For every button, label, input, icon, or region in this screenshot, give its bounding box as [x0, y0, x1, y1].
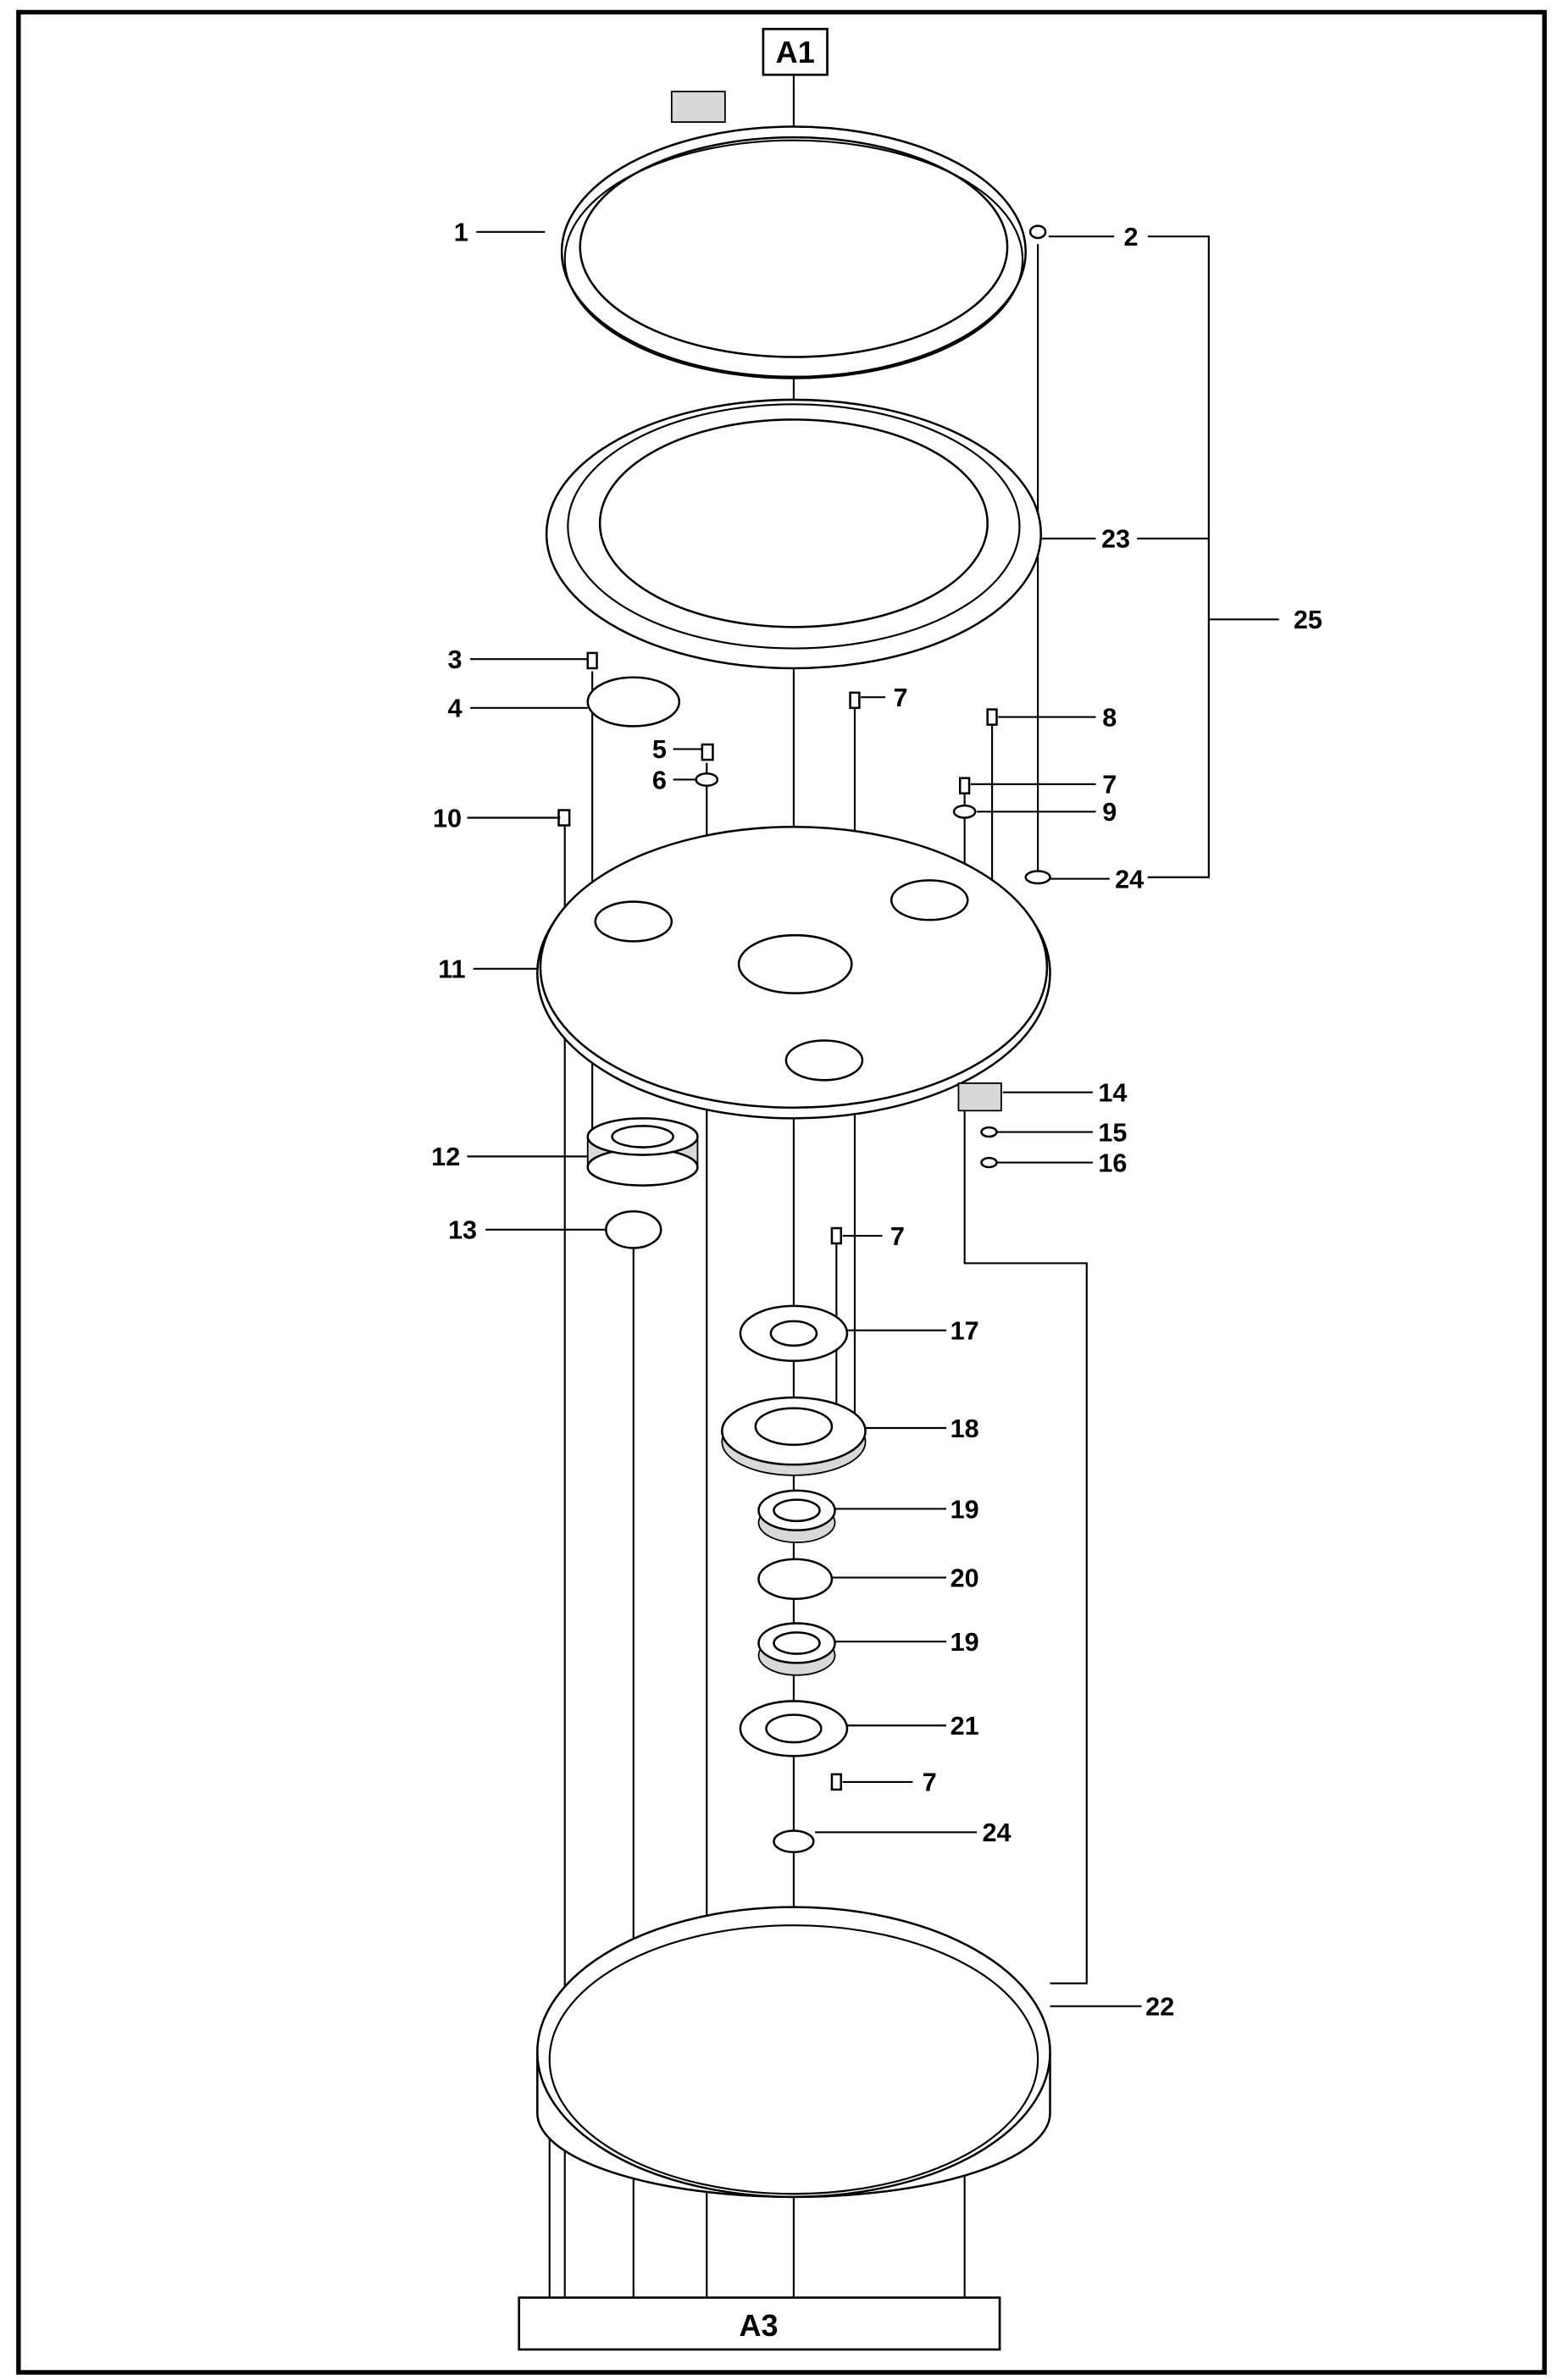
callout-labels: 1 2 23 25 24 3 4 5 6 7 8 7 9 10 11 14 15… — [431, 219, 1322, 2022]
part-flange-21 — [739, 1700, 849, 1757]
part-ring-23 — [545, 398, 1042, 670]
part-ring-1 — [560, 91, 1027, 379]
callout-14: 14 — [1098, 1079, 1127, 1108]
part-bearing-19b — [757, 1622, 836, 1676]
callout-18: 18 — [951, 1414, 979, 1443]
callout-7: 7 — [923, 1768, 937, 1797]
callout-7: 7 — [893, 684, 907, 712]
page-frame — [16, 9, 1547, 2375]
callout-19: 19 — [951, 1495, 979, 1524]
svg-text:A3: A3 — [739, 2308, 778, 2343]
callout-8: 8 — [1102, 703, 1117, 732]
callout-22: 22 — [1145, 1992, 1174, 2021]
reference-a3: A3 — [518, 2296, 1001, 2351]
callout-7: 7 — [1102, 771, 1117, 800]
callout-9: 9 — [1102, 798, 1117, 827]
callout-7: 7 — [890, 1222, 905, 1251]
part-flange-17 — [739, 1304, 849, 1363]
callout-20: 20 — [951, 1564, 979, 1592]
callout-16: 16 — [1098, 1148, 1127, 1177]
callout-13: 13 — [448, 1216, 477, 1245]
callout-10: 10 — [433, 804, 462, 833]
callout-2: 2 — [1123, 223, 1138, 252]
part-bearing-19a — [757, 1489, 836, 1543]
svg-text:A1: A1 — [776, 35, 815, 69]
callout-25: 25 — [1294, 606, 1322, 634]
part-oring-13 — [605, 1209, 662, 1249]
part-ring-20 — [757, 1558, 834, 1601]
callout-23: 23 — [1101, 525, 1130, 554]
callout-15: 15 — [1098, 1118, 1127, 1147]
callout-1: 1 — [454, 219, 468, 247]
callout-24: 24 — [1115, 865, 1144, 894]
part-housing-22 — [536, 1906, 1051, 2199]
callout-5: 5 — [652, 735, 667, 764]
callout-17: 17 — [951, 1317, 979, 1346]
callout-19: 19 — [951, 1628, 979, 1657]
part-bracket-14 — [957, 1082, 1002, 1112]
part-cover-4 — [586, 676, 681, 728]
callout-24: 24 — [982, 1818, 1011, 1847]
callout-21: 21 — [951, 1712, 979, 1741]
callout-6: 6 — [652, 766, 667, 794]
callout-3: 3 — [448, 645, 463, 674]
callout-12: 12 — [431, 1143, 460, 1171]
callout-4: 4 — [448, 695, 463, 723]
part-housing-18 — [720, 1396, 867, 1476]
leader-lines — [467, 230, 1279, 2007]
fasteners — [557, 224, 1051, 1791]
reference-a1: A1 — [762, 27, 829, 76]
part-plate-11 — [536, 826, 1051, 1120]
part-seal-12 — [586, 1117, 699, 1187]
part-circlip-24 — [773, 1829, 815, 1854]
callout-11: 11 — [438, 955, 465, 984]
